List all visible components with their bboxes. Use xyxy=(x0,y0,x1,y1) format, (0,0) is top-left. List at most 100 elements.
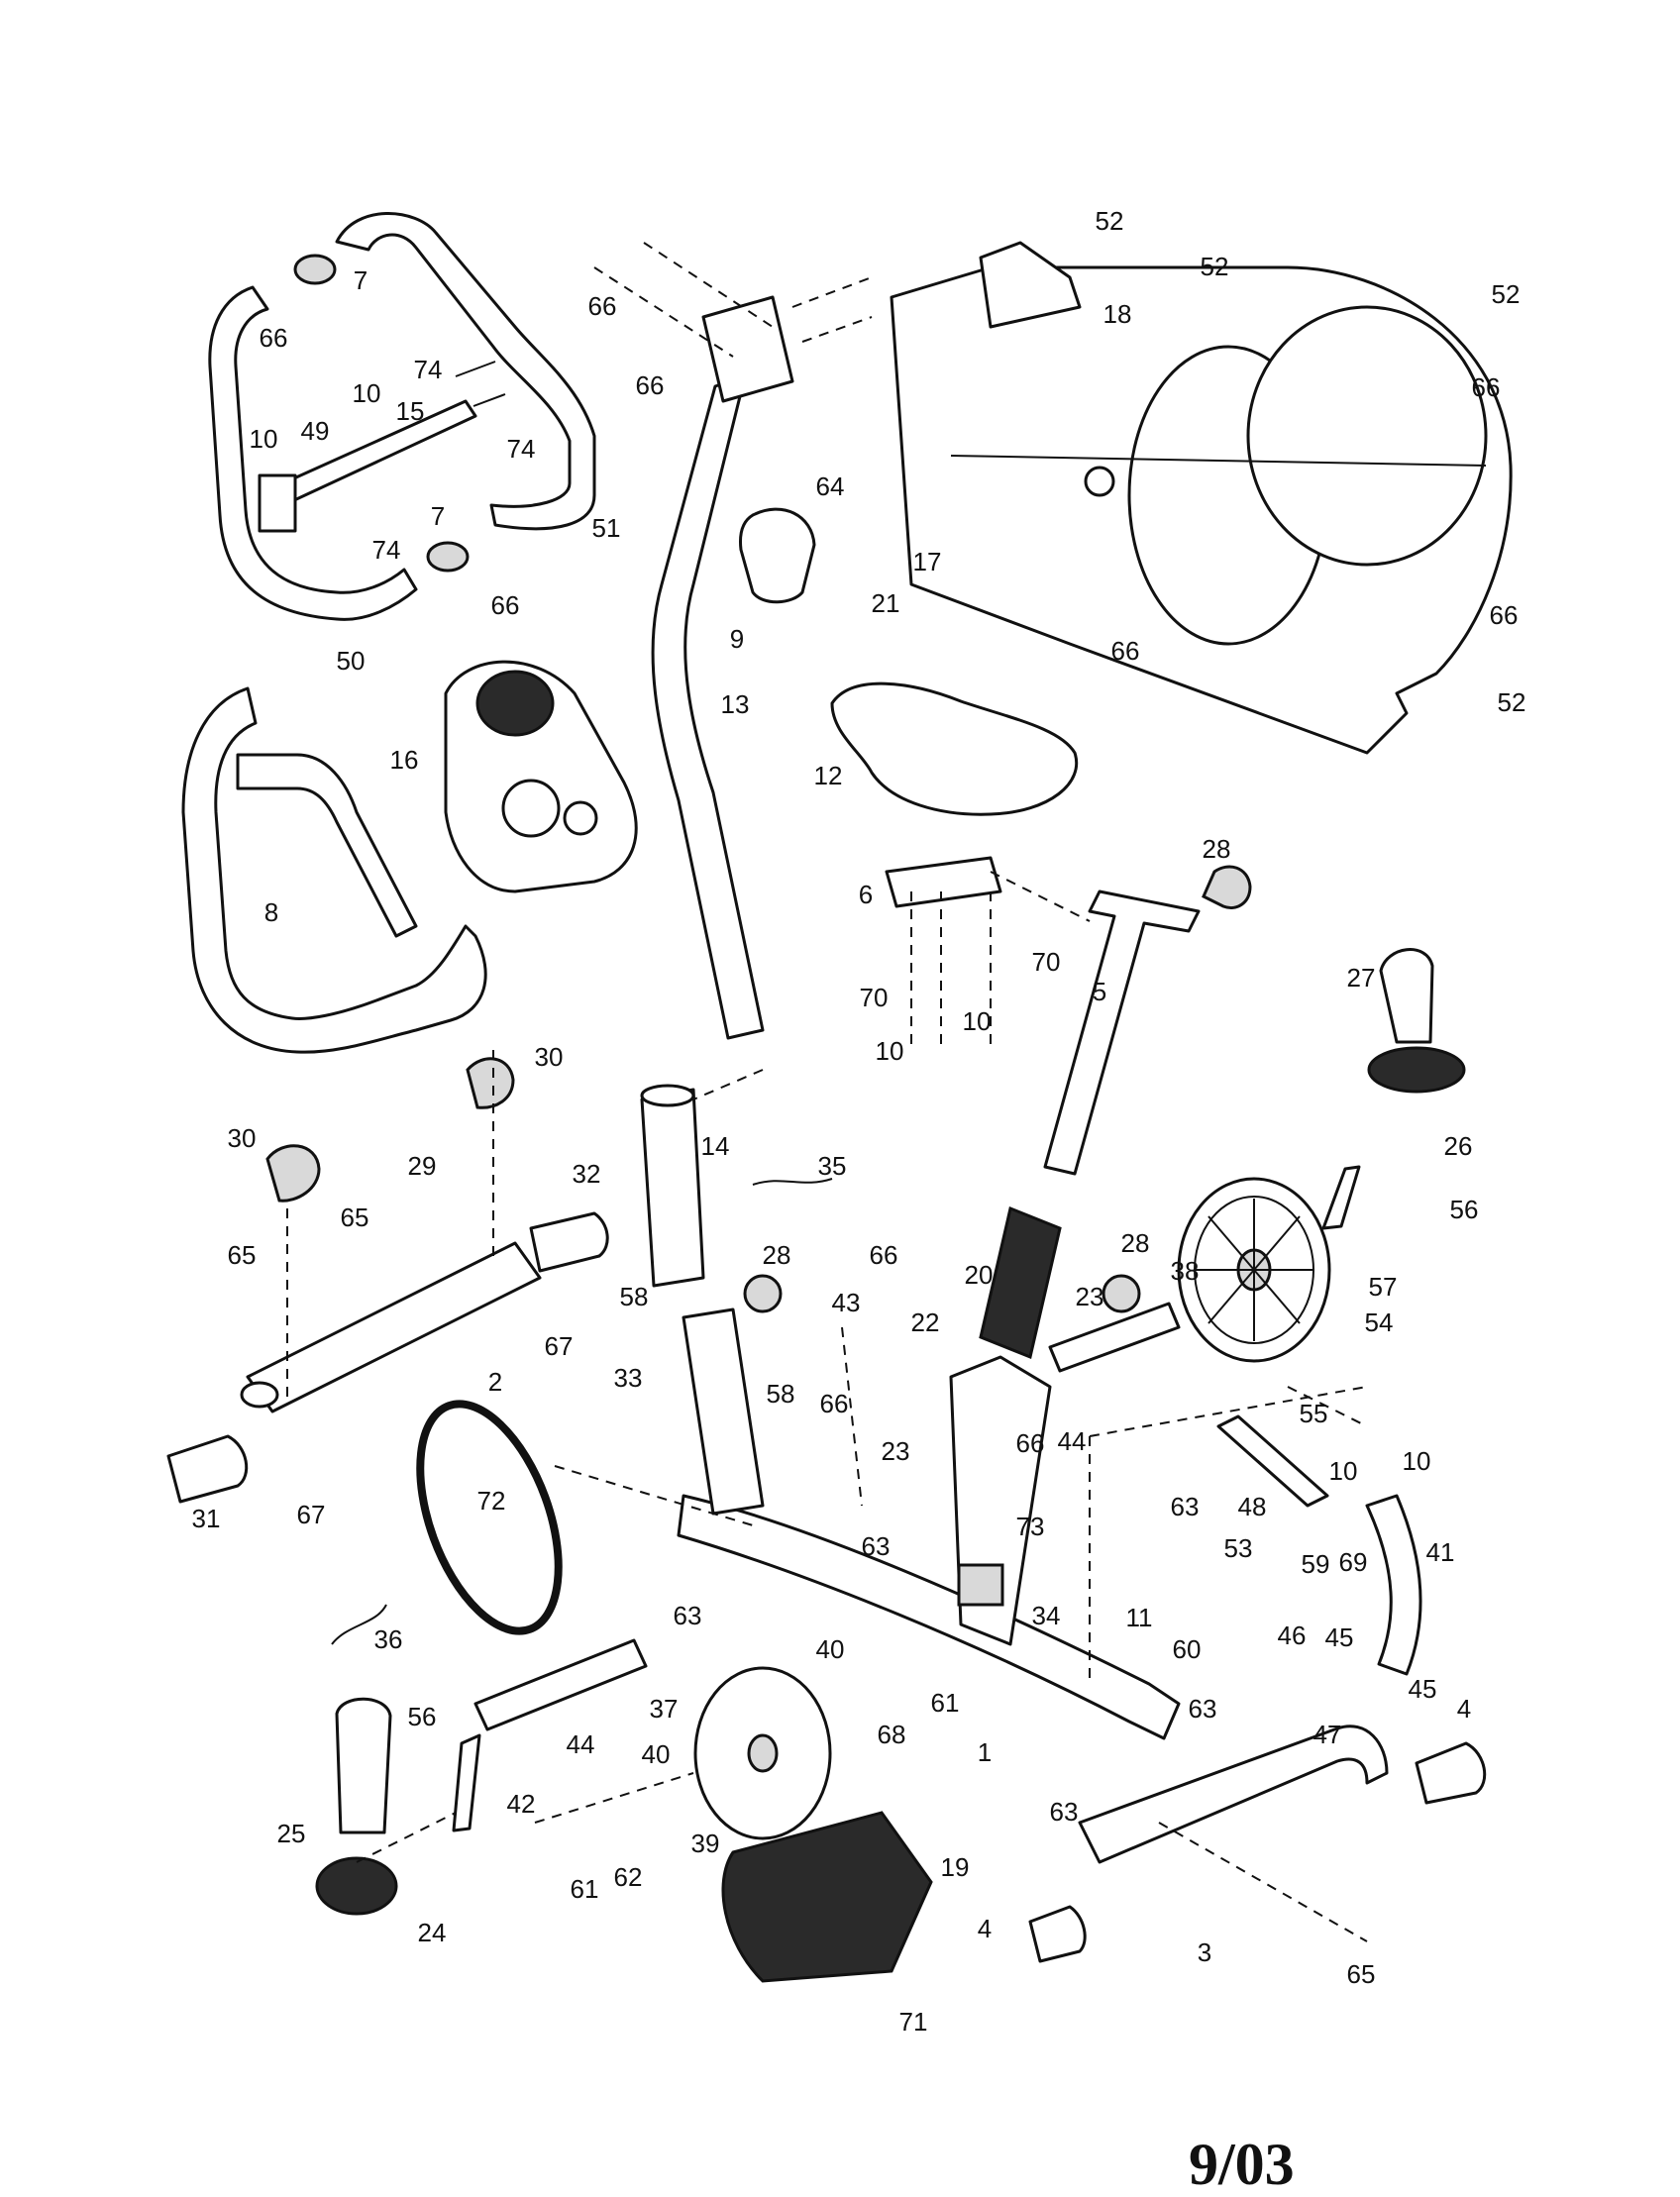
handlebar-part-51 xyxy=(335,212,596,531)
endcap-part-31 xyxy=(166,1434,249,1504)
part-callout-38: 38 xyxy=(1171,1256,1200,1286)
end-cap-part-7-bottom xyxy=(426,541,470,573)
part-callout-10: 10 xyxy=(353,378,381,408)
part-callout-40: 40 xyxy=(642,1739,671,1769)
part-callout-55: 55 xyxy=(1300,1399,1328,1428)
part-callout-12: 12 xyxy=(814,761,843,790)
part-callout-63: 63 xyxy=(1171,1492,1200,1521)
endcap-part-32 xyxy=(529,1211,609,1273)
part-callout-39: 39 xyxy=(691,1829,720,1858)
part-callout-62: 62 xyxy=(614,1862,643,1892)
part-callout-7: 7 xyxy=(431,501,445,531)
part-callout-63: 63 xyxy=(674,1601,702,1630)
part-callout-21: 21 xyxy=(872,588,900,618)
part-callout-52: 52 xyxy=(1498,687,1526,717)
part-callout-30: 30 xyxy=(535,1042,564,1072)
cable-part-35 xyxy=(752,1178,833,1186)
upright-tube-part-13 xyxy=(593,242,873,1040)
part-callout-40: 40 xyxy=(816,1634,845,1664)
part-callout-44: 44 xyxy=(567,1729,595,1759)
part-callout-9: 9 xyxy=(730,624,744,654)
part-callout-61: 61 xyxy=(931,1688,960,1718)
part-callout-10: 10 xyxy=(1329,1456,1358,1486)
part-callout-65: 65 xyxy=(228,1240,257,1270)
part-callout-59: 59 xyxy=(1302,1549,1330,1579)
part-callout-28: 28 xyxy=(1203,834,1231,864)
part-callout-10: 10 xyxy=(1403,1446,1431,1476)
part-callout-56: 56 xyxy=(408,1702,437,1731)
part-callout-24: 24 xyxy=(418,1918,447,1947)
part-callout-74: 74 xyxy=(414,355,443,384)
part-callout-32: 32 xyxy=(573,1159,601,1189)
crank-part-57 xyxy=(1321,1165,1361,1230)
seat-tube-lower xyxy=(682,1308,765,1516)
cable-part-36 xyxy=(331,1604,387,1645)
part-callout-63: 63 xyxy=(1189,1694,1217,1724)
part-callout-29: 29 xyxy=(408,1151,437,1181)
shroud-part-18 xyxy=(979,241,1082,329)
part-callout-63: 63 xyxy=(1050,1797,1079,1827)
part-callout-73: 73 xyxy=(1016,1512,1045,1541)
roller-part-30-right xyxy=(466,1057,515,1109)
part-callout-28: 28 xyxy=(763,1240,791,1270)
part-callout-3: 3 xyxy=(1198,1937,1211,1967)
part-callout-70: 70 xyxy=(1032,947,1061,977)
part-callout-52: 52 xyxy=(1096,206,1124,236)
part-callout-22: 22 xyxy=(911,1308,940,1337)
part-callout-66: 66 xyxy=(1016,1428,1045,1458)
part-callout-26: 26 xyxy=(1444,1131,1473,1161)
part-callout-13: 13 xyxy=(721,689,750,719)
part-callout-61: 61 xyxy=(571,1874,599,1904)
part-callout-67: 67 xyxy=(297,1500,326,1529)
part-callout-57: 57 xyxy=(1369,1272,1398,1302)
part-callout-58: 58 xyxy=(620,1282,649,1311)
part-callout-14: 14 xyxy=(701,1131,730,1161)
part-callout-43: 43 xyxy=(832,1288,861,1317)
part-callout-66: 66 xyxy=(870,1240,898,1270)
tension-knob-part-20 xyxy=(979,1205,1062,1360)
part-callout-72: 72 xyxy=(477,1486,506,1516)
part-callout-74: 74 xyxy=(372,535,401,565)
seat-assembly xyxy=(830,681,1252,1176)
part-callout-68: 68 xyxy=(878,1720,906,1749)
part-callout-4: 4 xyxy=(978,1914,992,1943)
part-callout-45: 45 xyxy=(1325,1622,1354,1652)
lower-handlebar-part-8 xyxy=(181,686,487,1054)
part-callout-66: 66 xyxy=(820,1389,849,1418)
part-callout-64: 64 xyxy=(816,471,845,501)
alignment-lines xyxy=(286,871,1368,1942)
part-callout-66: 66 xyxy=(636,370,665,400)
seat-tube-part-14 xyxy=(640,1088,705,1288)
pedal-part-24 xyxy=(315,1856,398,1916)
part-callout-34: 34 xyxy=(1032,1601,1061,1630)
part-callout-52: 52 xyxy=(1492,279,1521,309)
pedal-strap-part-25 xyxy=(335,1697,392,1834)
bearing-set-part-44-upper xyxy=(1048,1302,1181,1373)
part-callout-65: 65 xyxy=(341,1203,369,1232)
part-callout-49: 49 xyxy=(301,416,330,446)
footer-date-code: 9/03 xyxy=(1189,2132,1295,2197)
part-callout-20: 20 xyxy=(965,1260,994,1290)
part-callout-69: 69 xyxy=(1339,1547,1368,1577)
part-callout-53: 53 xyxy=(1224,1533,1253,1563)
crossbar-part-15 xyxy=(265,399,477,509)
part-callout-44: 44 xyxy=(1058,1426,1087,1456)
part-callout-58: 58 xyxy=(767,1379,795,1409)
part-callout-31: 31 xyxy=(192,1504,221,1533)
roller-part-30-left xyxy=(265,1144,321,1203)
part-callout-7: 7 xyxy=(354,265,368,295)
seat-part-12 xyxy=(830,681,1079,816)
part-callout-37: 37 xyxy=(650,1694,679,1724)
part-callout-11: 11 xyxy=(1126,1603,1153,1632)
upper-handlebar-assembly xyxy=(208,212,596,621)
part-callout-66: 66 xyxy=(491,590,520,620)
part-callout-48: 48 xyxy=(1238,1492,1267,1521)
part-callout-17: 17 xyxy=(913,547,942,576)
part-callout-67: 67 xyxy=(545,1331,574,1361)
idler-bracket-part-48 xyxy=(1216,1414,1329,1508)
seat-knob-part-28 xyxy=(1202,865,1252,909)
part-callout-47: 47 xyxy=(1313,1720,1342,1749)
part-callout-36: 36 xyxy=(374,1624,403,1654)
stabilizer-part-3 xyxy=(1078,1725,1389,1864)
